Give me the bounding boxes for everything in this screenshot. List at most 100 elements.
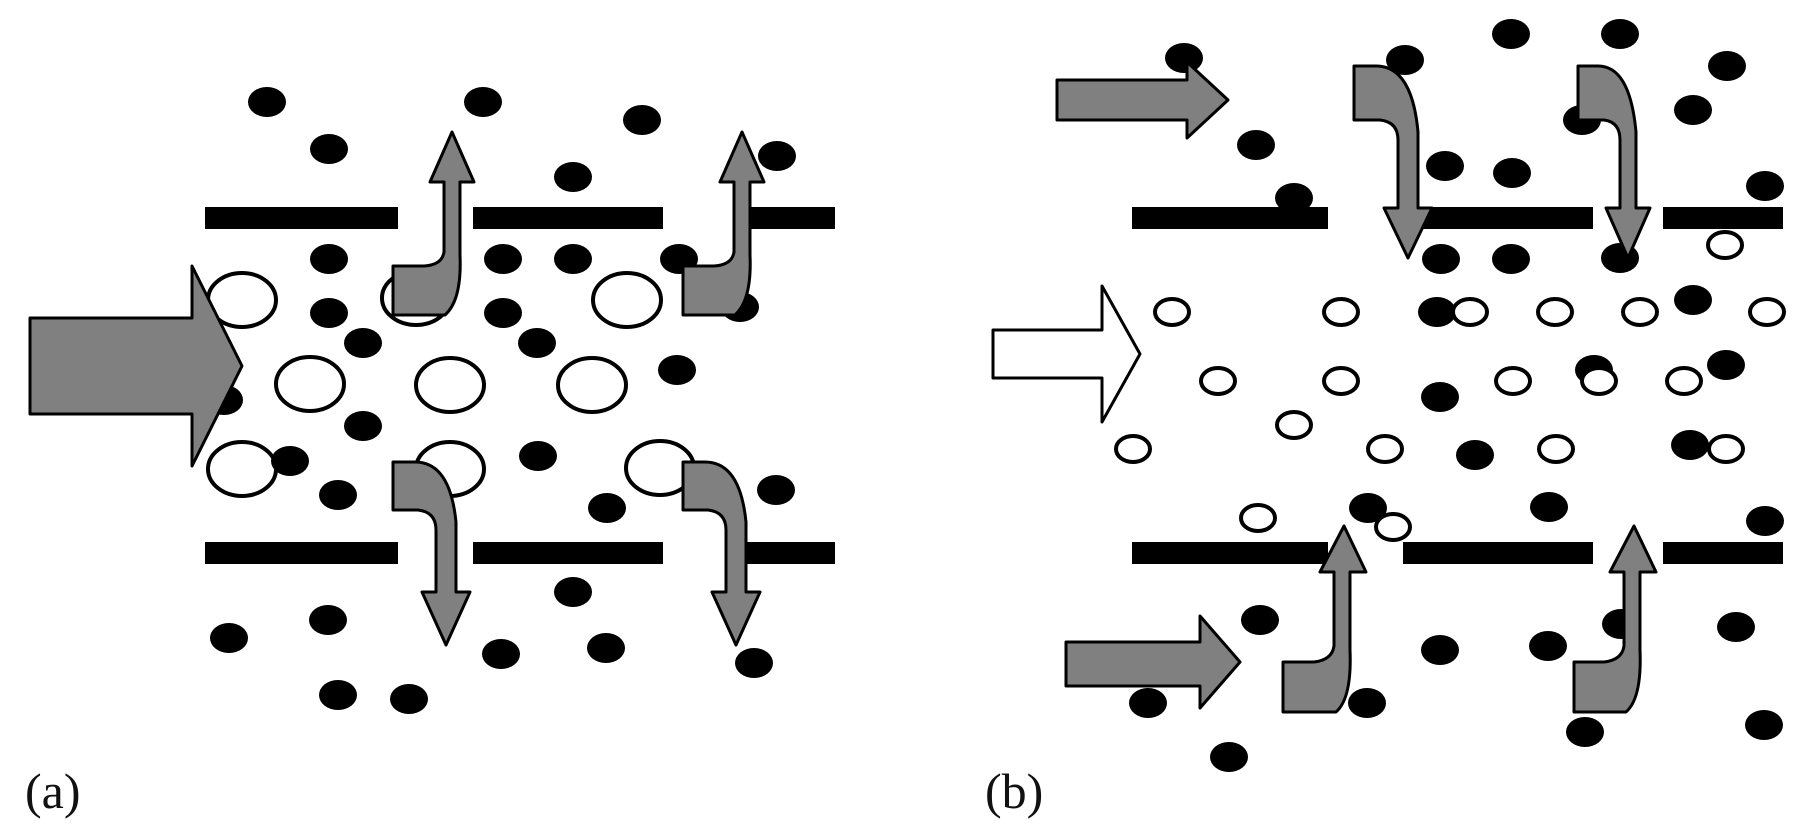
solid-particle <box>1418 297 1456 327</box>
straight-arrow-top <box>1055 60 1230 140</box>
solid-particle <box>484 298 522 328</box>
hollow-particle <box>1621 297 1659 327</box>
wall-segment <box>205 207 398 229</box>
wall-segment <box>473 542 663 564</box>
solid-particle <box>518 328 556 358</box>
lower-wall <box>205 542 835 564</box>
hollow-particle <box>1748 297 1786 327</box>
hollow-particle <box>1322 366 1360 396</box>
panel-a-label: (a) <box>25 763 81 819</box>
hollow-particle <box>1114 434 1152 464</box>
hollow-particle <box>414 356 486 414</box>
solid-particle <box>310 134 348 164</box>
wall-segment <box>1132 207 1328 229</box>
solid-particle <box>757 475 795 505</box>
solid-particle <box>1530 492 1568 522</box>
solid-particle <box>319 680 357 710</box>
solid-particle <box>1671 430 1709 460</box>
hollow-particle <box>1275 410 1313 440</box>
solid-particle <box>1426 151 1464 181</box>
solid-particle <box>271 446 309 476</box>
curved-arrow-down <box>681 460 762 647</box>
panel-b-label: (b) <box>985 763 1043 819</box>
solid-particle <box>1386 45 1424 75</box>
hollow-particle <box>1494 366 1532 396</box>
hollow-particle <box>556 356 628 414</box>
open-inflow-arrow <box>991 284 1142 424</box>
solid-particle <box>1421 382 1459 412</box>
solid-particle <box>1566 717 1604 747</box>
hollow-particle <box>1665 366 1703 396</box>
solid-particle <box>1746 171 1784 201</box>
hollow-particle <box>206 440 278 498</box>
solid-particle <box>464 87 502 117</box>
wall-segment <box>1663 542 1783 564</box>
solid-particle <box>1707 350 1745 380</box>
solid-particle <box>1708 51 1746 81</box>
solid-particle <box>554 244 592 274</box>
solid-particle <box>344 328 382 358</box>
hollow-particle <box>1537 434 1575 464</box>
hollow-particle <box>1580 366 1618 396</box>
wall-segment <box>1403 542 1593 564</box>
solid-particle <box>210 623 248 653</box>
solid-particle <box>1210 742 1248 772</box>
solid-particle <box>1717 612 1755 642</box>
solid-particle <box>1492 19 1530 49</box>
solid-particle <box>1674 95 1712 125</box>
lower-wall <box>1132 542 1783 564</box>
solid-particle <box>310 244 348 274</box>
wall-segment <box>1403 207 1593 229</box>
solid-particle <box>1348 688 1386 718</box>
upper-wall <box>1132 207 1783 229</box>
wall-segment <box>740 207 835 229</box>
solid-particle <box>484 244 522 274</box>
wall-segment <box>205 542 398 564</box>
wall-segment <box>740 542 835 564</box>
hollow-particle <box>1374 512 1412 542</box>
hollow-particle <box>1366 434 1404 464</box>
solid-particle <box>623 105 661 135</box>
hollow-particle <box>274 355 346 413</box>
solid-particle <box>344 411 382 441</box>
solid-particle <box>554 162 592 192</box>
curved-arrow-up <box>1281 524 1368 714</box>
solid-particle <box>1349 493 1387 523</box>
solid-particles <box>1129 19 1784 772</box>
curved-arrow-up <box>1572 524 1658 714</box>
solid-particle <box>735 648 773 678</box>
solid-particle <box>1492 244 1530 274</box>
solid-particle <box>248 87 286 117</box>
panel-a: (a) <box>25 87 835 819</box>
solid-particle <box>758 141 796 171</box>
curved-arrow-down <box>391 460 472 647</box>
solid-particle <box>554 577 592 607</box>
hollow-particle <box>1707 434 1745 464</box>
hollow-particle <box>1199 366 1237 396</box>
wall-segment <box>1663 207 1783 229</box>
curved-arrow-up <box>391 130 476 317</box>
solid-particle <box>390 684 428 714</box>
hollow-particle <box>1153 297 1191 327</box>
solid-particle <box>1275 183 1313 213</box>
solid-particle <box>1237 130 1275 160</box>
solid-particle <box>588 493 626 523</box>
curved-arrow-down <box>1576 64 1652 260</box>
hollow-particle <box>1239 503 1277 533</box>
solid-particle <box>1456 440 1494 470</box>
solid-particle <box>1674 285 1712 315</box>
solid-particle <box>482 639 520 669</box>
solid-particle <box>1421 635 1459 665</box>
inflow-arrow <box>28 264 244 468</box>
hollow-particle <box>1322 297 1360 327</box>
panel-b: (b) <box>985 19 1786 819</box>
wall-segment <box>1132 542 1328 564</box>
solid-particle <box>1129 688 1167 718</box>
hollow-particle <box>1536 297 1574 327</box>
solid-particles <box>205 87 796 714</box>
solid-particle <box>658 355 696 385</box>
hollow-particle <box>1706 230 1744 260</box>
small-hollow-particles <box>1114 230 1786 542</box>
solid-particle <box>587 633 625 663</box>
